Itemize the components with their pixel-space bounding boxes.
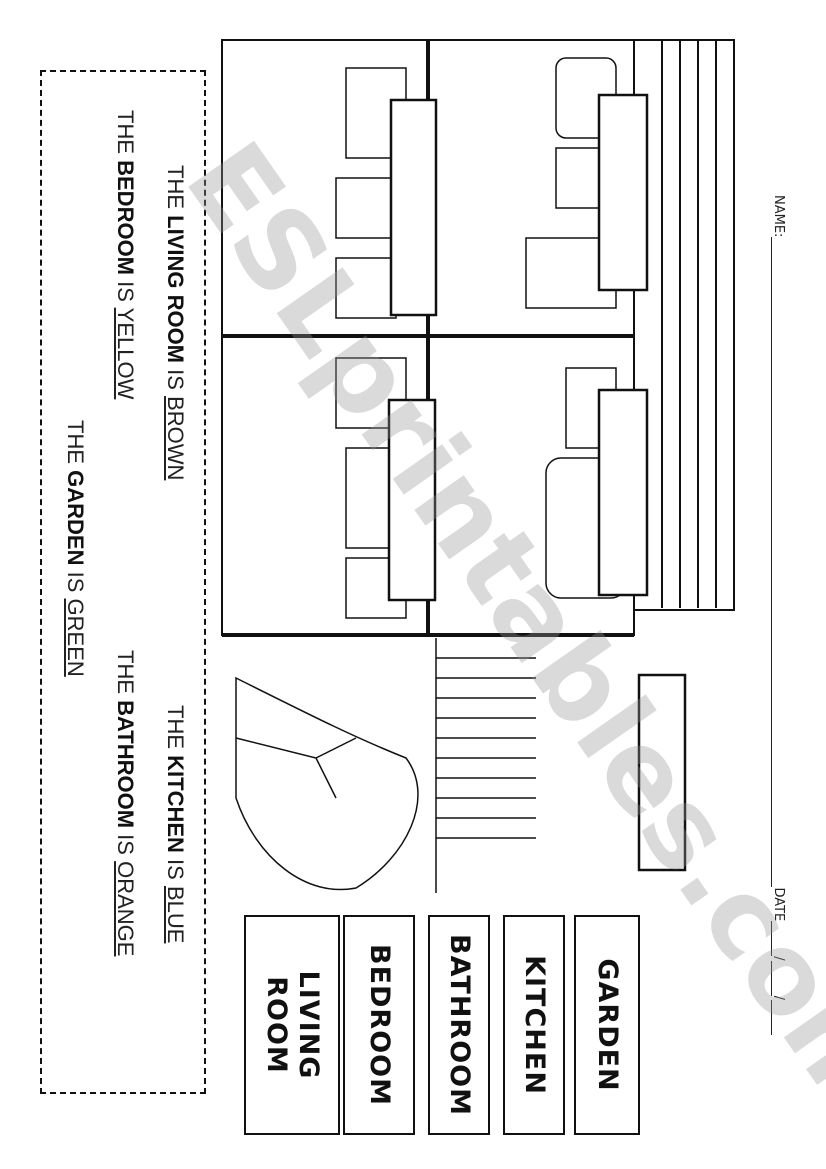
sentence-bedroom: THE BEDROOM IS YELLOW [113, 110, 138, 400]
name-field[interactable] [771, 237, 786, 888]
house-illustration [221, 39, 735, 893]
date-month-field[interactable] [771, 960, 786, 996]
word-card-bathroom[interactable]: BATHROOM [428, 915, 490, 1135]
word-card-living-room[interactable]: LIVING ROOM [244, 915, 340, 1135]
sentence-bathroom: THE BATHROOM IS ORANGE [113, 650, 138, 957]
roof [633, 39, 735, 611]
card-label: BATHROOM [444, 934, 475, 1116]
furniture-sketches [335, 57, 627, 619]
bedroom-label-box[interactable] [597, 93, 649, 292]
card-label: KITCHEN [519, 955, 550, 1095]
word-card-kitchen[interactable]: KITCHEN [503, 915, 565, 1135]
sentence-garden: THE GARDEN IS GREEN [63, 420, 88, 677]
name-label: NAME: [771, 195, 786, 238]
card-label: GARDEN [592, 958, 623, 1092]
date-day-field[interactable] [771, 921, 786, 957]
kitchen-label-box[interactable] [387, 398, 437, 602]
card-label: BEDROOM [364, 944, 395, 1106]
bathroom-label-box[interactable] [597, 388, 649, 597]
sentence-kitchen: THE KITCHEN IS BLUE [163, 705, 188, 944]
word-card-bedroom[interactable]: BEDROOM [343, 915, 415, 1135]
card-label: LIVING ROOM [261, 970, 324, 1080]
date-year-field[interactable] [771, 1000, 786, 1036]
name-date-row: NAME: DATE / / [771, 195, 786, 1036]
word-card-garden[interactable]: GARDEN [574, 915, 640, 1135]
garden-label-box[interactable] [637, 673, 687, 872]
garden-scene [235, 638, 536, 893]
date-label: DATE [771, 887, 786, 922]
sentence-living-room: THE LIVING ROOM IS BROWN [163, 165, 188, 481]
living-room-label-box[interactable] [389, 98, 438, 317]
label-boxes [387, 93, 687, 872]
